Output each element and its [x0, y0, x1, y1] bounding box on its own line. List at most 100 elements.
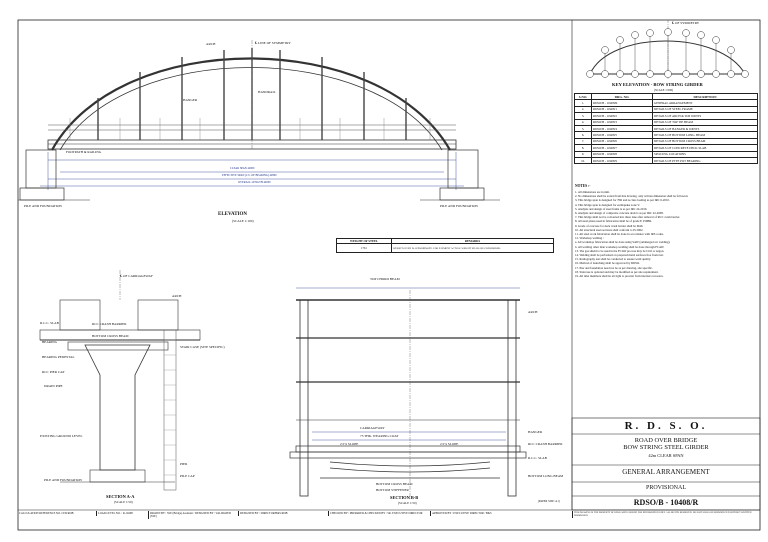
dwg-description-cell: DETAILS OF TOP TIE BEAM: [652, 118, 758, 126]
project-line-2: BOW STRING STEEL GIRDER: [623, 444, 709, 451]
label-pile-foundation-right: PILE AND FOUNDATION: [440, 204, 478, 208]
label-pier: PIER: [180, 462, 188, 466]
drawing-status: PROVISIONAL: [645, 485, 686, 491]
label-slope-left: 2.5% SLOPE: [340, 442, 359, 446]
label-pile-foundation-aa: PILE AND FOUNDATION: [44, 478, 82, 482]
note-item: 14. Welding shall be performed on prepar…: [575, 253, 664, 258]
note-item: 7. This bridge shall not be converted in…: [575, 215, 680, 220]
sheet-title: GENERAL ARRANGEMENT: [622, 468, 710, 476]
note-item: a. All workshop fabrication shall be don…: [575, 240, 671, 245]
label-pile-cap: PILE CAP: [180, 474, 195, 478]
label-wearing-coat: 75 THK. WEARING COAT: [360, 434, 399, 438]
strip-designed-by: DESIGNED BY : DIRECTOR/B&S/ROB: [238, 511, 329, 517]
note-item: 17. Pier and foundation need not be as p…: [575, 265, 653, 270]
strip-calculation-ref: CALCULATION REFERENCE NO. CED/ROB: [19, 512, 74, 515]
label-hanger: HANGER: [183, 98, 198, 102]
label-bottom-long-beam: BOTTOM LONG BEAM: [528, 474, 564, 478]
project-span: 42m CLEAR SPAN: [648, 453, 684, 458]
dwg-number-cell: RDSO/B - 10408/9: [591, 156, 653, 165]
key-elevation-diagram: [586, 20, 749, 80]
dwg-description-cell: DETAILS OF PTFE POT BEARING: [652, 156, 758, 165]
label-bottom-cross-beam-bb: BOTTOM CROSS BEAM: [376, 482, 413, 486]
note-item: 10. All structural steel sections shall …: [575, 227, 644, 232]
elevation-view: [18, 40, 500, 201]
drawing-index-table: S.NO. DRG. NO. DESCRIPTION 1.RDSO/B - 10…: [574, 92, 758, 165]
label-handrail: HANDRAIL: [258, 90, 276, 94]
label-rcc-slab-bb: R.C.C. SLAB: [528, 456, 547, 460]
dwg-sno-cell: 10.: [574, 156, 592, 165]
note-item: 18. Staircase is optional and may be mod…: [575, 269, 659, 274]
elevation-scale: (SCALE 1:100): [232, 219, 254, 223]
title-block-frame: [571, 417, 761, 511]
note-item: 2. No dimensions shall be scaled from th…: [575, 194, 689, 199]
label-rcc-crash-barrier: RCC CRASH BARRIER: [92, 322, 127, 326]
dwg-description-cell: GENERAL ARRANGEMENT: [652, 99, 758, 107]
label-carriageway-cl: ℄ OF CARRIAGEWAY: [120, 274, 153, 278]
strip-drawn-by: DRAWN BY : SSE (Bridge) Assistant / DESI…: [148, 511, 239, 520]
label-bottom-cross-beam: BOTTOM CROSS BEAM: [92, 334, 129, 338]
label-hanger-bb: HANGER: [528, 430, 543, 434]
note-item: b. All welding other than workshop weldi…: [575, 244, 665, 249]
steel-remarks-value: WEIGHT GIVEN IS APPROXIMATE. FOR PAYMENT…: [391, 243, 554, 253]
section-a-a-view: [39, 270, 201, 491]
note-item: 11. All steel work fabrication shall be …: [575, 232, 664, 237]
note-item: 15. Radiography test shall be conducted …: [575, 257, 651, 262]
note-item: 5. Analysis and design of steel frame is…: [575, 206, 648, 211]
note-item: 1. All dimensions are in mm.: [575, 190, 610, 194]
note-item: 4. This bridge span is designed for eart…: [575, 202, 640, 207]
dim-overall-length: OVERALL LENGTH 44000: [238, 181, 271, 184]
label-slope-right: 2.5% SLOPE: [440, 442, 459, 446]
label-existing-ground: EXISTING GROUND LEVEL: [40, 434, 83, 438]
label-arch-bb: ARCH: [528, 310, 538, 314]
label-arch-aa: ARCH: [172, 294, 182, 298]
note-item: 6. Analysis and design of composite conc…: [575, 211, 664, 216]
section-bb-scale: (SCALE 1:50): [398, 501, 417, 505]
label-rcc-crash-barrier-bb: RCC CRASH BARRIER: [528, 442, 563, 446]
label-carriageway: CARRIAGEWAY: [360, 426, 385, 430]
label-rcc-slab: R.C.C. SLAB: [40, 321, 59, 325]
note-item: 13. The gas shield to be used in the FCA…: [575, 248, 665, 253]
label-stair-case: STAIR CASE (SITE SPECIFIC): [180, 345, 225, 349]
section-bb-title: SECTION B-B: [390, 495, 419, 500]
label-drain-pipe: DRAIN PIPE: [44, 384, 63, 388]
strip-copyright: THIS DRAWING IS THE PROPERTY OF RDSO AND…: [572, 511, 759, 519]
dwg-description-cell: DETAILS OF STEEL FRAME: [652, 105, 758, 114]
label-rcc-pier-cap: RCC PIER CAP: [42, 370, 65, 374]
note-item: 12. Workshop welding :: [575, 236, 604, 241]
strip-checked-by: CHECKED BY / PREPARED & CHECKED BY : SR.…: [328, 511, 431, 517]
notes-list: 1. All dimensions are in mm.2. No dimens…: [575, 190, 759, 278]
dwg-description-cell: DETAILS OF ARCH & TOP JOINTS: [652, 112, 758, 120]
label-line-of-symmetry: ℄ LINE OF SYMMETRY: [255, 41, 291, 45]
note-item: 9. Grade of concrete for deck crash barr…: [575, 223, 644, 228]
note-item: 8. All steel plates used in fabrication …: [575, 219, 652, 224]
project-line-1: ROAD OVER BRIDGE: [634, 437, 698, 444]
label-bearing: BEARING: [42, 340, 58, 344]
label-bottom-stiffener: BOTTOM STIFFENER: [376, 488, 409, 492]
paper-size: (PAPER SIZE: A1): [538, 500, 560, 503]
note-item: 19. All inlet members shall be air tight…: [575, 274, 664, 279]
org-name: R. D. S. O.: [624, 420, 708, 432]
strip-approved-by: APPROVED BY : EXECUTIVE DIRECTOR / B&S: [430, 511, 519, 517]
notes-heading: NOTES :-: [575, 184, 591, 188]
section-aa-scale: (SCALE 1:50): [114, 500, 133, 504]
note-item: 16. Method of launching shall be approve…: [575, 261, 640, 266]
key-elevation-title: KEY ELEVATION - BOW STRING GIRDER: [612, 82, 703, 87]
dim-effective-span: EFFECTIVE SPAN (C/C OF BEARING) 42800: [222, 174, 277, 177]
note-item: 3. This bridge span is designed for 70R …: [575, 198, 670, 203]
label-footpath: FOOTPATH & RAILING: [66, 150, 102, 154]
section-b-b-view: [289, 287, 527, 500]
label-pile-foundation-left: PILE AND FOUNDATION: [24, 204, 62, 208]
drawing-number: RDSO/B - 10408/R: [633, 498, 699, 507]
sheet-border: [17, 19, 761, 531]
key-elevation-scale: (SCALE 1:500): [654, 88, 674, 92]
strip-load-level: LOAD LEVEL NO. : R-10408: [96, 511, 149, 517]
section-aa-title: SECTION A-A: [106, 494, 135, 499]
steel-weight-table: WEIGHT OF STEEL REMARKS 176 t WEIGHT GIV…: [336, 238, 554, 253]
